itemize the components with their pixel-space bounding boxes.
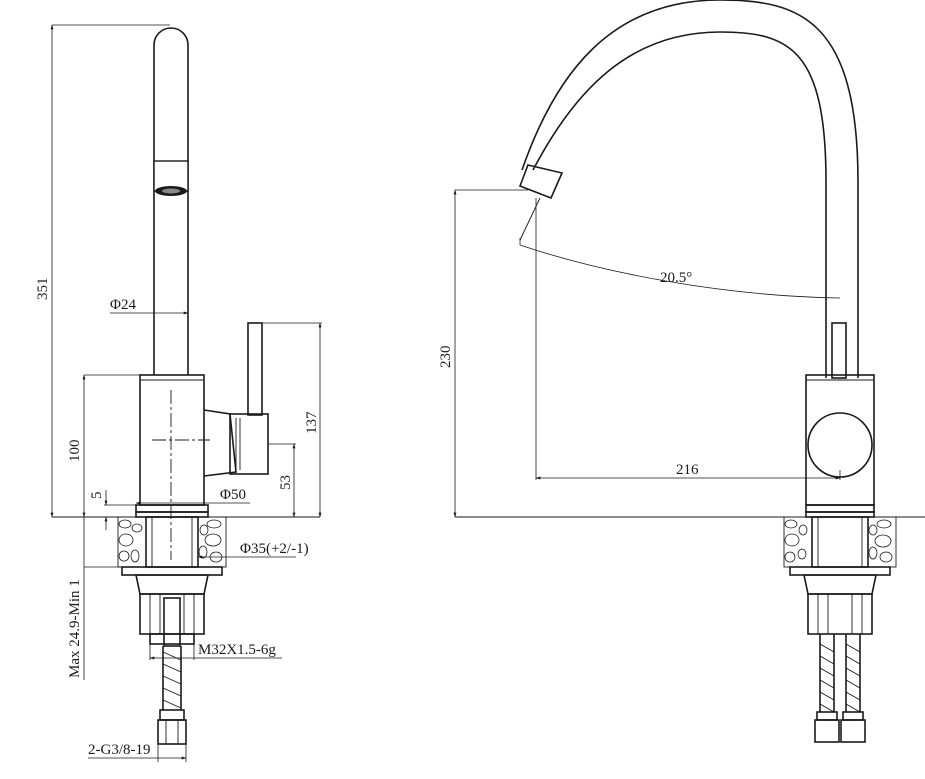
front-view-dimensions xyxy=(50,24,322,762)
dim-body-height: 100 xyxy=(67,440,83,463)
dim-base-diameter: Φ50 xyxy=(220,487,246,503)
dim-base-thickness: 5 xyxy=(89,492,105,500)
counter-stones-left xyxy=(118,519,223,563)
dim-total-height: 351 xyxy=(35,278,51,301)
counter-stones-right xyxy=(784,519,893,563)
dim-hole-diameter: Φ35(+2/-1) xyxy=(240,541,309,557)
dim-lever-height: 137 xyxy=(304,411,320,434)
dim-hose-thread: 2-G3/8-19 xyxy=(88,742,151,758)
dim-lever-axis-height: 53 xyxy=(278,475,294,490)
dim-spout-diameter: Φ24 xyxy=(110,297,136,313)
dim-spout-height: 230 xyxy=(438,346,454,369)
front-view xyxy=(52,27,320,745)
dim-counter-thickness: Max 24.9-Min 1 xyxy=(67,579,83,678)
dim-spout-reach: 216 xyxy=(676,462,699,478)
dim-thread: M32X1.5-6g xyxy=(198,642,276,658)
dim-swivel-angle: 20.5° xyxy=(660,270,692,286)
side-view xyxy=(455,0,925,743)
side-view-dimensions xyxy=(453,189,841,518)
